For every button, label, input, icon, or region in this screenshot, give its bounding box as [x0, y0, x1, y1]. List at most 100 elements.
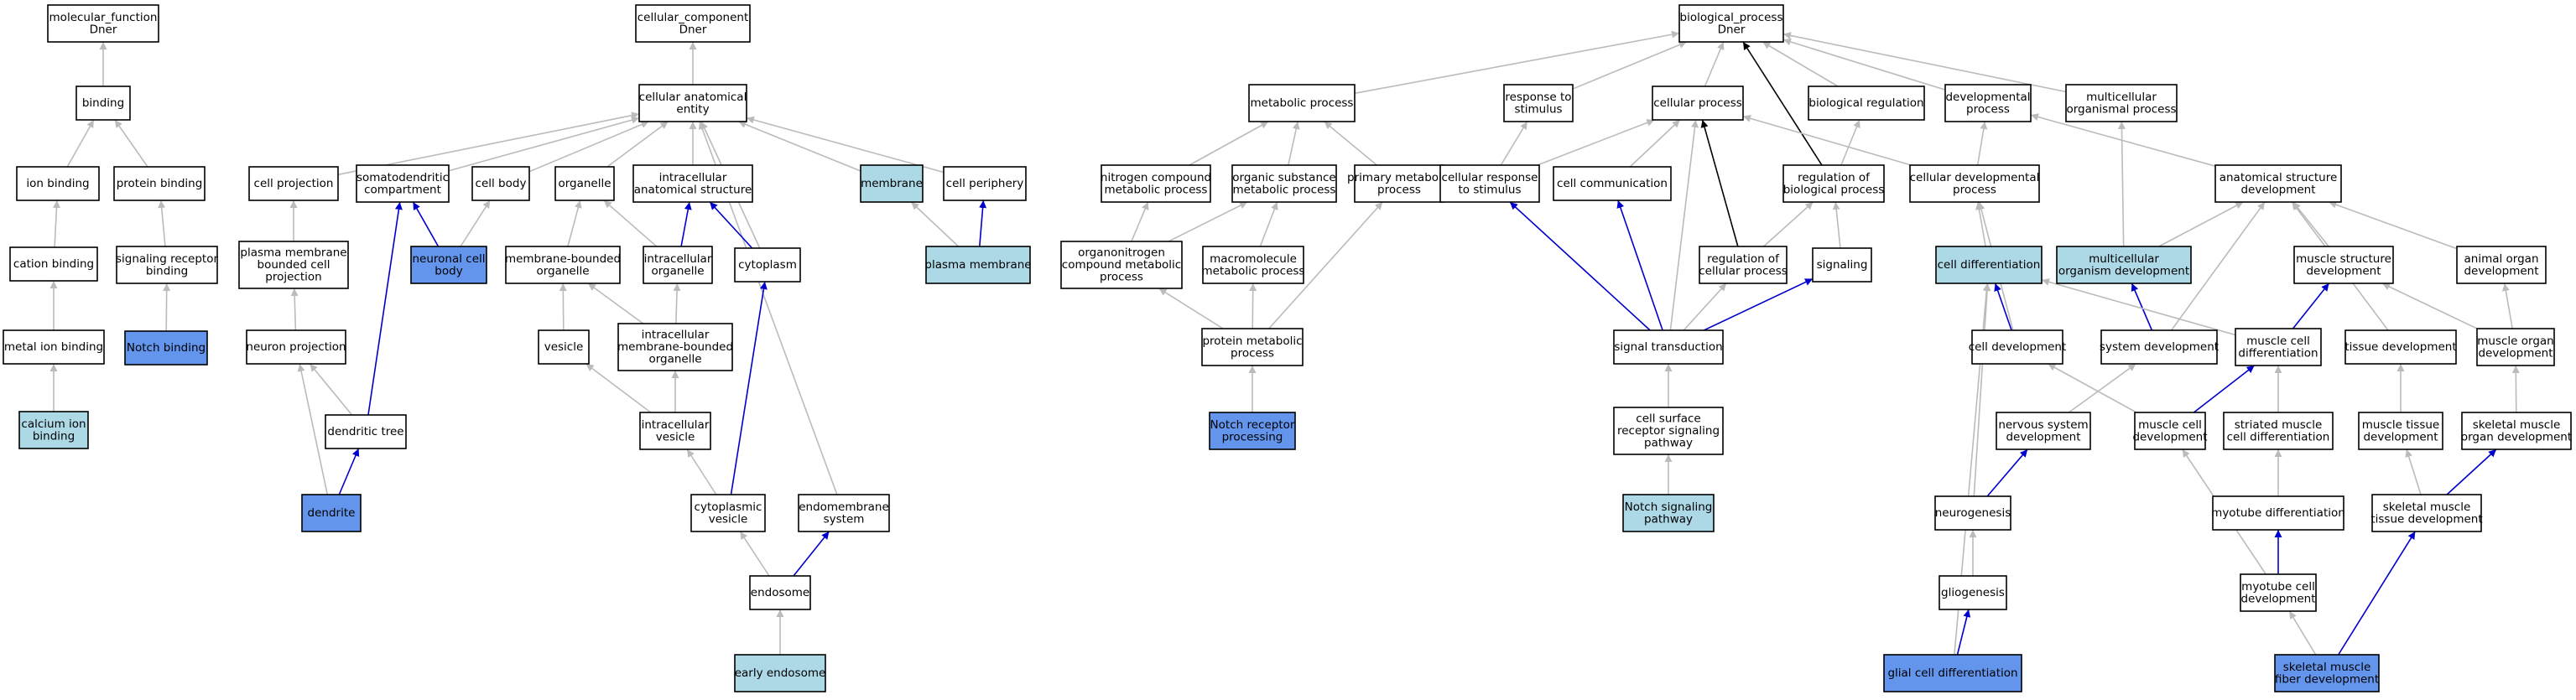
node-cell_periphery[interactable]: cell periphery: [943, 166, 1027, 201]
node-vesicle[interactable]: vesicle: [538, 329, 590, 365]
node-tissue_dev[interactable]: tissue development: [2344, 329, 2457, 365]
node-cell_diff[interactable]: cell differentiation: [1935, 246, 2043, 284]
node-cytoplasm[interactable]: cytoplasm: [734, 247, 801, 283]
node-label: metabolic process: [1105, 183, 1208, 196]
node-neurogenesis[interactable]: neurogenesis: [1934, 495, 2011, 531]
node-cell_comm[interactable]: cell communication: [1553, 166, 1672, 201]
node-cation_binding[interactable]: cation binding: [9, 246, 98, 282]
node-label: neuron projection: [246, 340, 346, 354]
node-glial_diff[interactable]: glial cell differentiation: [1883, 654, 2022, 692]
node-signaling[interactable]: signaling: [1812, 247, 1872, 283]
node-metabolic[interactable]: metabolic process: [1248, 84, 1356, 122]
node-membrane[interactable]: membrane: [860, 164, 924, 203]
node-dendritic_tree[interactable]: dendritic tree: [325, 414, 407, 449]
edge-organic-to-metabolic: [1288, 121, 1300, 166]
node-cell_dev[interactable]: cell development: [1969, 329, 2067, 365]
node-signal_trans[interactable]: signal transduction: [1613, 329, 1724, 365]
node-box: [1996, 412, 2091, 450]
node-binding[interactable]: binding: [75, 86, 131, 121]
edge-signaling-to-reg_bio: [1832, 201, 1841, 249]
node-gliogenesis[interactable]: gliogenesis: [1939, 575, 2007, 610]
node-plasma_membrane[interactable]: plasma membrane: [924, 246, 1032, 284]
node-bio_reg[interactable]: biological regulation: [1808, 86, 1925, 121]
node-protein_binding[interactable]: protein binding: [113, 166, 206, 201]
node-label: cell periphery: [946, 177, 1024, 190]
node-label: calcium ion: [21, 417, 86, 431]
node-myotube_diff[interactable]: myotube differentiation: [2211, 495, 2345, 531]
node-label: signaling: [1817, 258, 1868, 272]
node-box: [798, 494, 890, 532]
node-label: processing: [1222, 430, 1283, 443]
node-ion_binding[interactable]: ion binding: [16, 166, 100, 201]
node-label: skeletal muscle: [2383, 500, 2471, 514]
edge-signal_trans-to-reg_cell: [1683, 283, 1727, 331]
node-dendrite[interactable]: dendrite: [301, 494, 362, 532]
node-box: [1622, 494, 1715, 532]
node-box: [2212, 495, 2344, 531]
node-early_endosome[interactable]: early endosome: [734, 654, 826, 692]
node-system_dev[interactable]: system development: [2100, 329, 2219, 365]
node-box: [1209, 412, 1296, 450]
edge-neurogenesis-to-cell_diff: [1973, 283, 1991, 497]
node-cell_process[interactable]: cellular process: [1652, 86, 1744, 121]
node-notch_binding[interactable]: Notch binding: [124, 330, 208, 366]
node-metal_ion[interactable]: metal ion binding: [3, 329, 105, 365]
node-organelle[interactable]: organelle: [554, 166, 615, 201]
node-cell_projection[interactable]: cell projection: [248, 166, 339, 201]
node-cell_body[interactable]: cell body: [471, 166, 530, 201]
node-label: metabolic process: [1202, 264, 1305, 277]
edge-cell_dev_proc-to-dev_process: [1976, 121, 1988, 166]
node-neuron_projection[interactable]: neuron projection: [246, 329, 346, 365]
node-label: system: [824, 512, 865, 526]
node-endosome[interactable]: endosome: [749, 575, 811, 610]
node-label: cation binding: [13, 257, 94, 271]
edge-cyto_vesicle-to-intra_vesicle: [686, 449, 717, 495]
